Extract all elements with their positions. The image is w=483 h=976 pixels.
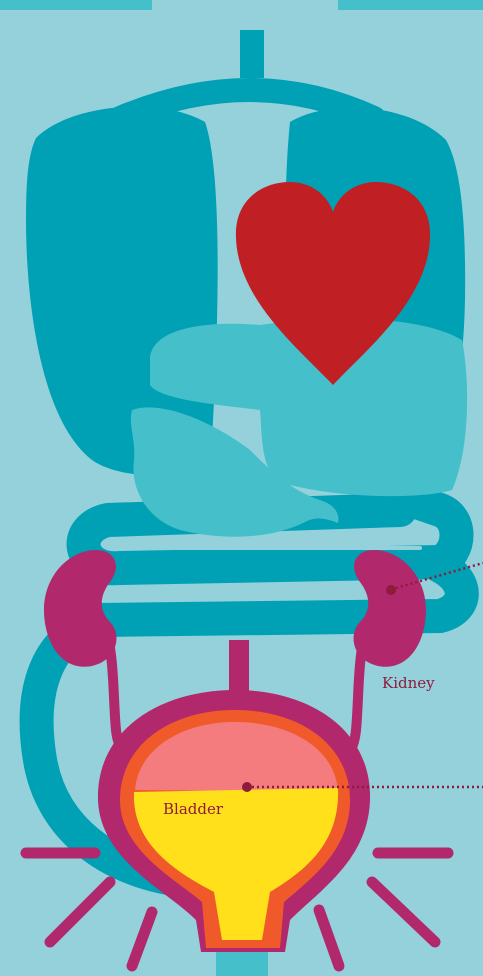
top-bar-right xyxy=(338,0,483,10)
top-bar-left xyxy=(0,0,152,10)
ureter-center xyxy=(229,640,249,692)
urethra-icon xyxy=(216,952,268,976)
kidney-label: Kidney xyxy=(382,674,435,692)
bladder-icon xyxy=(98,690,370,952)
bladder-label: Bladder xyxy=(163,800,223,818)
trachea-icon xyxy=(120,30,374,118)
